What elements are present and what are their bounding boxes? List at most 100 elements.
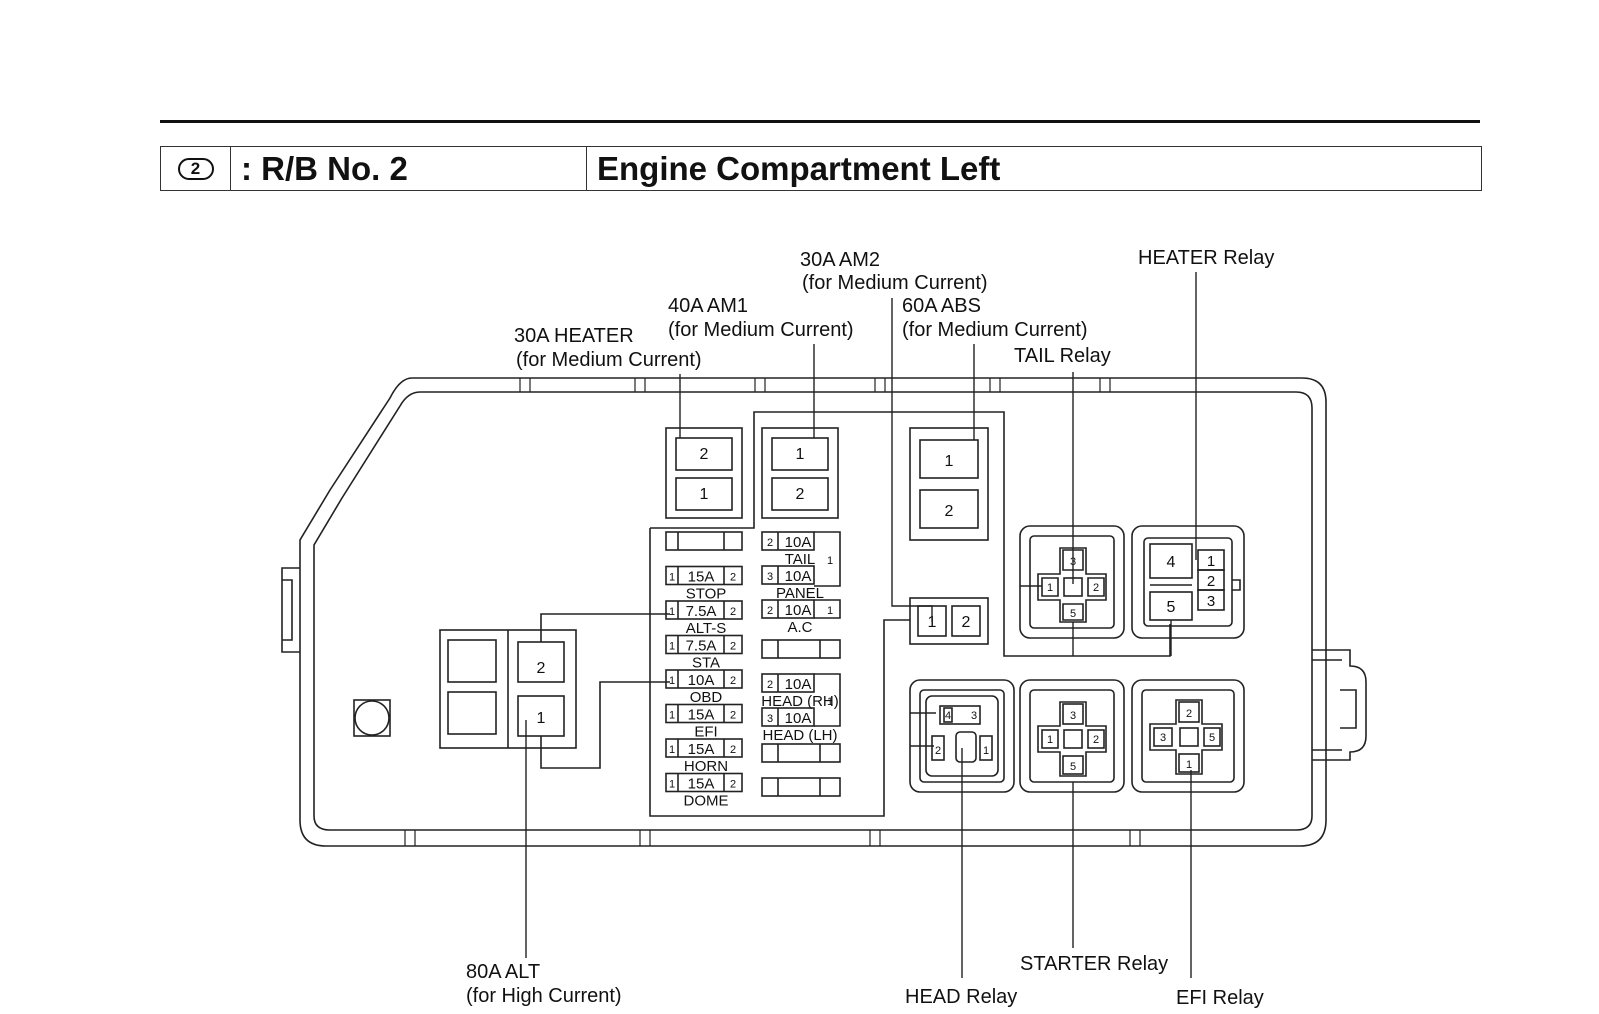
heater-relay-pin-3: 3	[1207, 593, 1215, 610]
left-fuse-body	[665, 772, 743, 793]
alt-wire	[540, 613, 670, 769]
left-fuse-pin-2: 2	[730, 641, 736, 653]
left-mount-clip	[281, 567, 300, 653]
left-fuse-body	[665, 703, 743, 724]
am2-fuse-pin-2: 2	[962, 614, 971, 631]
right-fuse-body	[761, 531, 815, 551]
head-relay-pin-1: 1	[983, 745, 989, 757]
left-fuse-pin-2: 2	[730, 675, 736, 687]
spare-fuse-slot	[761, 777, 841, 797]
heater-relay-pin-2: 2	[1207, 573, 1215, 590]
right-fuse-name: HEAD (RH)	[761, 693, 839, 710]
right-fuse-bracket	[814, 531, 841, 587]
am1-fuse-pin-1: 1	[796, 446, 805, 463]
starter-relay-pin-3: 3	[1070, 710, 1076, 722]
am1-fuse-pin-2: 2	[796, 486, 805, 503]
efi-relay-pin-1: 1	[1186, 759, 1192, 771]
am2-sub-label: (for Medium Current)	[802, 272, 988, 294]
left-fuse-amp: 7.5A	[686, 603, 717, 620]
block-housing-outer	[299, 377, 1327, 847]
abs-sub-label: (for Medium Current)	[902, 319, 1088, 341]
right-fuse-body	[761, 673, 815, 693]
right-fuse-name: A.C	[787, 619, 812, 636]
efi-relay	[1131, 679, 1245, 793]
alt-sub-label: (for High Current)	[466, 985, 622, 1007]
efi-relay-pin-5: 5	[1209, 732, 1215, 744]
mounting-post-hole	[354, 700, 390, 736]
left-fuse-0	[665, 531, 743, 551]
left-fuse-body	[665, 634, 743, 655]
efi-relay-pin-2: 2	[1186, 708, 1192, 720]
right-fuse-pin: 3	[767, 571, 773, 583]
right-fuse-body	[761, 565, 815, 585]
relay-block-label: : R/B No. 2	[231, 147, 587, 190]
tail-relay-pin-2: 2	[1093, 582, 1099, 594]
fuse-panel-outline-bottom	[649, 528, 910, 817]
left-fuse-pin-1: 1	[669, 641, 675, 653]
right-fuse-bracket-pin: 1	[827, 696, 833, 708]
am1-fuse	[761, 427, 839, 519]
right-fuse-name: HEAD (LH)	[762, 727, 837, 744]
left-fuse-pin-1: 1	[669, 779, 675, 791]
left-fuse-amp: 15A	[688, 776, 715, 793]
am1-label: 40A AM1	[668, 295, 748, 317]
right-fuse-pin: 2	[767, 679, 773, 691]
starter-relay-label: STARTER Relay	[1020, 953, 1168, 975]
left-fuse-pin-2: 2	[730, 572, 736, 584]
right-fuse-amp: 10A	[785, 568, 812, 585]
alt-fuse-housing	[439, 629, 577, 749]
leader-lines	[525, 272, 1197, 978]
right-fuse-amp: 10A	[785, 534, 812, 551]
starter-relay-pin-2: 2	[1093, 734, 1099, 746]
right-fuse-amp: 10A	[785, 676, 812, 693]
starter-relay-pin-1: 1	[1047, 734, 1053, 746]
abs-fuse	[909, 427, 989, 541]
heater-relay	[1131, 525, 1245, 639]
left-fuse-pin-1: 1	[669, 675, 675, 687]
am2-fuse	[909, 597, 989, 645]
heater-relay-pin-4: 4	[1167, 554, 1176, 571]
right-fuse-bracket-pin: 1	[827, 555, 833, 567]
right-fuse-amp: 10A	[785, 602, 812, 619]
right-fuse-name: PANEL	[776, 585, 824, 602]
left-fuse-body	[665, 565, 743, 586]
right-fuse-body	[761, 599, 815, 619]
badge-number: 2	[190, 158, 201, 178]
left-fuse-pin-2: 2	[730, 710, 736, 722]
abs-label: 60A ABS	[902, 295, 981, 317]
left-fuse-pin-1: 1	[669, 572, 675, 584]
fuse-panel-outline	[650, 411, 1171, 657]
left-fuse-amp: 10A	[688, 672, 715, 689]
spare-fuse-slot	[761, 743, 841, 763]
heater-relay-pin-5: 5	[1167, 599, 1176, 616]
head-relay-label: HEAD Relay	[905, 986, 1017, 1008]
head-relay-pin-3: 3	[971, 710, 977, 722]
left-fuse-pin-1: 1	[669, 744, 675, 756]
heater-fuse-pin-1: 1	[700, 486, 709, 503]
housing-notches	[404, 378, 1141, 846]
right-fuse-pin: 3	[767, 713, 773, 725]
right-fuse-pin: 2	[767, 537, 773, 549]
tail-relay-pin-1: 1	[1047, 582, 1053, 594]
heater-fuse-label: 30A HEATER	[514, 325, 634, 347]
left-fuse-name: OBD	[690, 689, 723, 706]
efi-relay-label: EFI Relay	[1176, 987, 1264, 1009]
left-fuse-body	[665, 600, 743, 620]
tail-relay	[1019, 525, 1125, 639]
left-fuse-pin-2: 2	[730, 779, 736, 791]
alt-pin-2: 2	[537, 660, 546, 677]
left-fuse-name: HORN	[684, 758, 728, 775]
top-rule	[160, 120, 1480, 123]
